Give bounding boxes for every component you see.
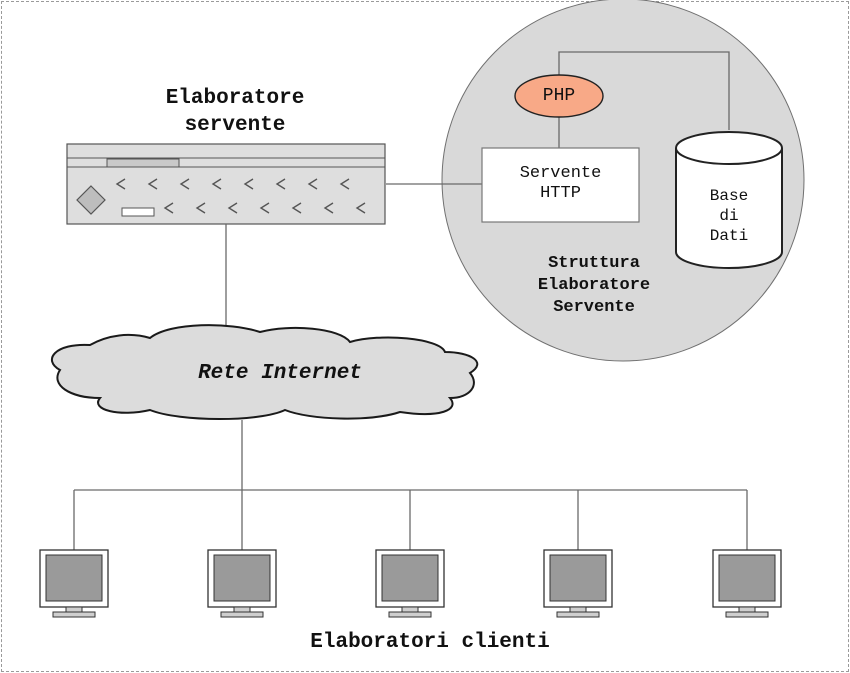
http-server-label-line-2: HTTP (540, 184, 581, 203)
database-label-line-3: Dati (709, 227, 749, 245)
client-drops (73, 490, 748, 550)
structure-label-line-3: Servente (553, 298, 635, 317)
server-label-line-1: Elaboratore (165, 87, 305, 110)
internet-cloud (51, 324, 479, 420)
structure-label-line-2: Elaboratore (537, 276, 651, 295)
php-node (514, 74, 604, 118)
http-server-label: Servente HTTP (482, 164, 639, 204)
clients-label: Elaboratori clienti (310, 631, 550, 654)
client-monitor (207, 549, 277, 618)
server-label-line-2: servente (184, 114, 286, 137)
client-monitor (375, 549, 445, 618)
client-monitor (712, 549, 782, 618)
structure-label: Struttura Elaboratore Servente (496, 253, 692, 319)
client-monitor (39, 549, 109, 618)
database-cylinder (675, 131, 783, 269)
internet-label: Rete Internet (198, 362, 362, 385)
structure-label-line-1: Struttura (548, 254, 640, 273)
database-label-line-1: Base (709, 187, 749, 205)
http-server-box (481, 147, 640, 223)
php-label: PHP (542, 86, 576, 106)
client-monitor (543, 549, 613, 618)
database-label-line-2: di (719, 207, 739, 225)
server-rack (66, 143, 386, 225)
php-to-db-line (558, 51, 730, 130)
database-label: Base di Dati (676, 186, 782, 246)
server-label: Elaboratore servente (120, 85, 350, 139)
http-server-label-line-1: Servente (519, 164, 602, 183)
